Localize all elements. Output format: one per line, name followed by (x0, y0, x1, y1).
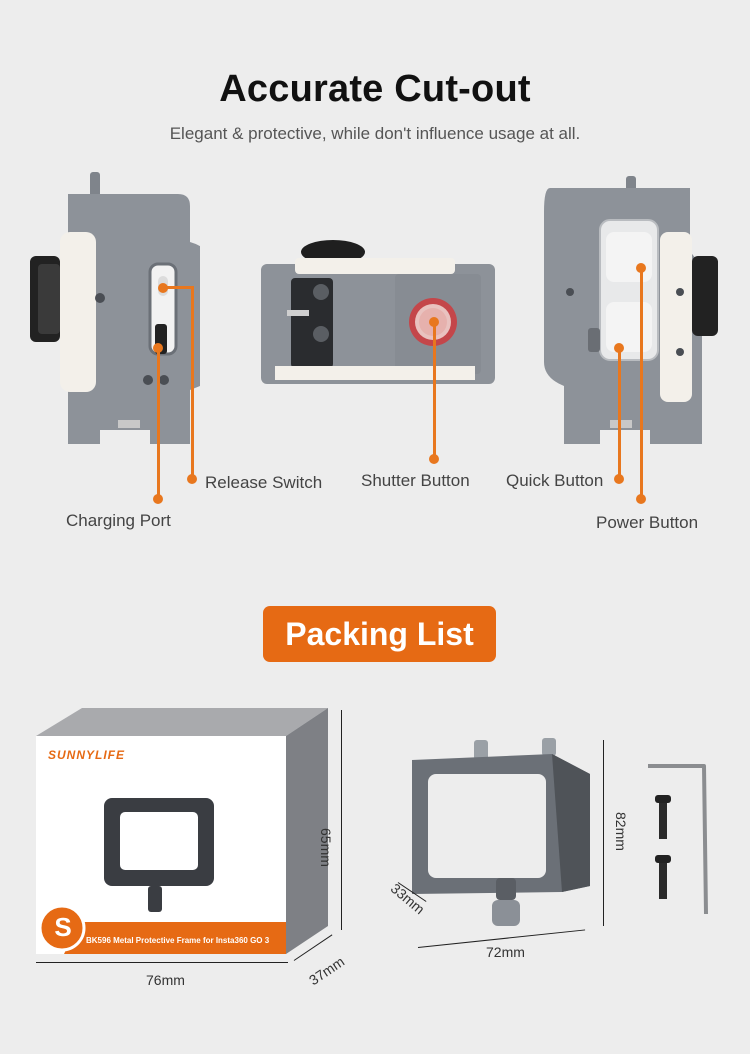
screw-bottom (653, 855, 673, 901)
quick-button-leader (618, 348, 621, 478)
quick-button-end-dot (614, 474, 624, 484)
power-button-label: Power Button (596, 513, 699, 532)
release-switch-marker (158, 283, 168, 293)
charging-port-end-dot (153, 494, 163, 504)
box-width-label: 76mm (146, 972, 185, 988)
shutter-button-leader (433, 322, 436, 456)
power-button-leader (640, 268, 643, 498)
box-height-dimension-line (341, 710, 342, 930)
power-button-end-dot (636, 494, 646, 504)
metal-frame (412, 734, 590, 934)
box-height-label: 65mm (318, 828, 334, 867)
box-caption: BK596 Metal Protective Frame for Insta36… (86, 936, 270, 945)
frame-height-dimension-line (603, 740, 604, 926)
quick-button-label: Quick Button (506, 471, 604, 490)
packing-list-heading: Packing List (263, 606, 496, 662)
release-switch-leader-v (191, 286, 194, 478)
shutter-button-label: Shutter Button (361, 471, 470, 490)
shutter-button-end-dot (429, 454, 439, 464)
product-bottom-view (255, 238, 500, 388)
product-side-view-right (540, 172, 720, 452)
screw-top (653, 795, 673, 841)
box-depth-label: 37mm (306, 953, 348, 989)
charging-port-leader (157, 348, 160, 498)
release-switch-end-dot (187, 474, 197, 484)
release-switch-leader-h (164, 286, 194, 289)
page-subtitle: Elegant & protective, while don't influe… (169, 124, 581, 143)
product-side-view-left (30, 172, 200, 452)
box-brand-logo: SUNNYLIFE (48, 748, 126, 762)
page-title: Accurate Cut-out (219, 68, 531, 110)
frame-height-label: 82mm (613, 812, 629, 851)
hex-key (646, 762, 716, 918)
frame-width-label: 72mm (486, 944, 525, 960)
box-width-dimension-line (36, 962, 288, 963)
charging-port-label: Charging Port (66, 511, 171, 530)
product-box (36, 708, 328, 958)
release-switch-label: Release Switch (205, 473, 323, 492)
box-brand-s-icon: S (54, 912, 72, 942)
